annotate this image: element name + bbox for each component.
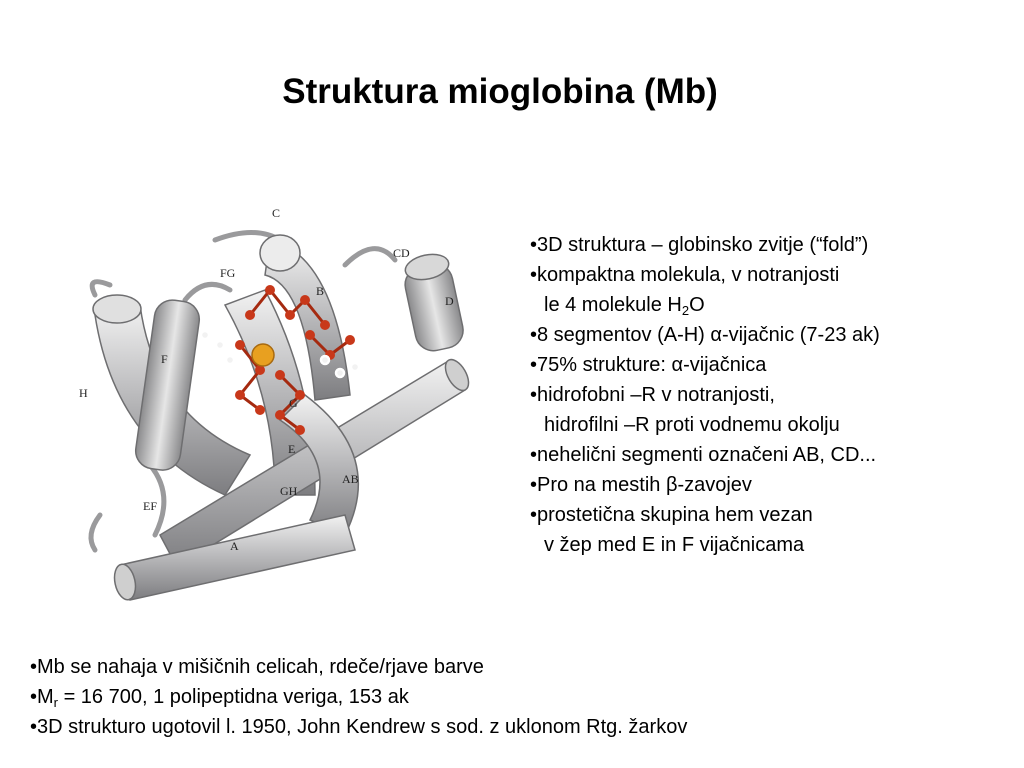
loop-cd — [342, 246, 398, 268]
heme-atoms — [235, 285, 355, 435]
histidine-side-chains — [199, 329, 361, 379]
bullet-molecular-mass: •Mr = 16 700, 1 polipeptidna veriga, 153… — [30, 682, 1010, 712]
loop-n-terminus — [88, 512, 103, 553]
helix-label-c: C — [272, 206, 280, 220]
helix-label-h: H — [79, 386, 88, 400]
helix-label-ef: EF — [143, 499, 157, 513]
slide-title: Struktura mioglobina (Mb) — [282, 72, 718, 111]
bullet-75-percent: •75% strukture: α-vijačnica — [530, 354, 767, 376]
bottom-bullet-list: •Mb se nahaja v mišičnih celicah, rdeče/… — [30, 652, 1010, 742]
water-subscript: 2 — [681, 303, 690, 318]
helix-label-f: F — [161, 352, 168, 366]
helix-c-cap — [259, 234, 301, 272]
helix-f — [134, 299, 201, 471]
heme-iron-atom — [251, 343, 275, 367]
bullet-prosthetic-group: •prostetična skupina hem vezan — [530, 504, 813, 526]
bullet-compact-molecule-cont: le 4 molekule H2O — [530, 290, 1010, 320]
helix-a-cap — [113, 563, 137, 601]
helix-label-b: B — [316, 284, 324, 298]
bullet-muscle-cells: •Mb se nahaja v mišičnih celicah, rdeče/… — [30, 656, 484, 678]
bullet-compact-molecule: •kompaktna molekula, v notranjosti — [530, 264, 840, 286]
right-bullet-list: •3D struktura – globinsko zvitje (“fold”… — [530, 230, 1010, 560]
loop-ef — [147, 462, 167, 538]
mass-text-pre: •M — [30, 686, 54, 708]
mass-text-post: = 16 700, 1 polipeptidna veriga, 153 ak — [58, 686, 409, 708]
helix-label-d: D — [445, 294, 454, 308]
mass-subscript: r — [53, 695, 59, 710]
myoglobin-ribbon-diagram-icon: C CD FG B D F H G E AB GH EF A — [79, 206, 470, 601]
loop-h-end — [89, 279, 113, 298]
helix-g — [223, 289, 316, 496]
myoglobin-figure: C CD FG B D F H G E AB GH EF A — [55, 195, 505, 615]
bullet-prosthetic-group-cont: v žep med E in F vijačnicama — [544, 534, 805, 556]
bullet-hydrophobic: •hidrofobni –R v notranjosti, — [530, 384, 775, 406]
helix-label-cd: CD — [393, 246, 410, 260]
helix-e-cap — [444, 358, 470, 392]
helix-label-fg: FG — [220, 266, 236, 280]
bullet-kendrew: •3D strukturo ugotovil l. 1950, John Ken… — [30, 716, 688, 738]
helix-label-gh: GH — [280, 484, 298, 498]
helix-label-ab: AB — [342, 472, 359, 486]
water-text-post: O — [689, 294, 705, 316]
helix-label-e: E — [288, 442, 295, 456]
bullet-non-helical: •nehelični segmenti označeni AB, CD... — [530, 444, 877, 466]
helix-label-a: A — [230, 539, 239, 553]
bullet-3d-structure: •3D struktura – globinsko zvitje (“fold”… — [530, 234, 869, 256]
helix-label-g: G — [289, 396, 298, 410]
helix-d-cap — [404, 253, 450, 281]
helix-h-cap — [92, 294, 142, 324]
bullet-proline: •Pro na mestih β-zavojev — [530, 474, 752, 496]
loop-fg — [182, 281, 233, 303]
bullet-8-segments: •8 segmentov (A-H) α-vijačnic (7-23 ak) — [530, 324, 880, 346]
bullet-hydrophilic: hidrofilni –R proti vodnemu okolju — [544, 414, 840, 436]
water-text-pre: le 4 molekule H — [544, 294, 682, 316]
